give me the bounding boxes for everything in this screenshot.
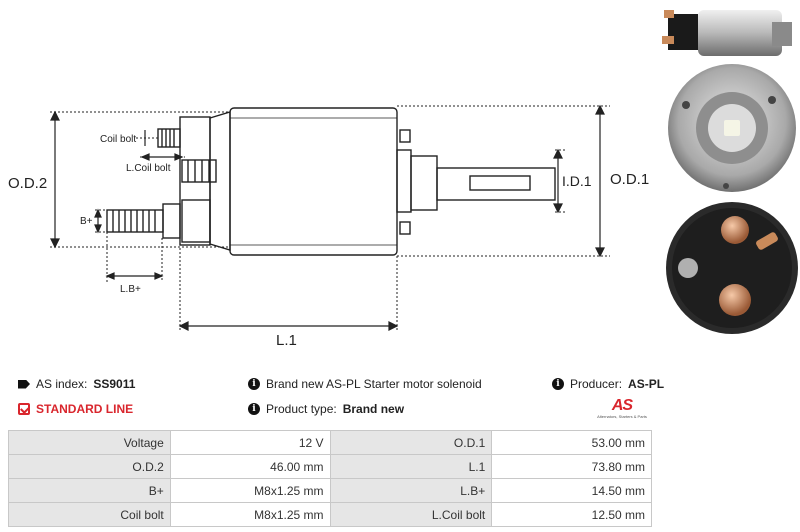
logo-tagline: Alternators, Starters & Parts (597, 414, 647, 419)
as-index: AS index: SS9011 (18, 377, 135, 391)
as-index-label: AS index: (36, 377, 88, 391)
info-icon: i (248, 378, 260, 390)
spec-label: L.Coil bolt (329, 502, 493, 527)
lcoil-bolt-label: L.Coil bolt (126, 163, 171, 174)
table-row: Coil bolt M8x1.25 mm L.Coil bolt 12.50 m… (8, 502, 652, 527)
photo-rear-view (666, 202, 798, 334)
spec-label: B+ (8, 478, 171, 503)
producer-label: Producer: (570, 377, 623, 391)
producer: i Producer: AS-PL (552, 377, 664, 391)
solenoid-body (229, 107, 398, 256)
spec-label: L.B+ (329, 478, 493, 503)
plunger (410, 155, 438, 211)
as-pl-logo: AS Alternators, Starters & Parts (592, 398, 652, 422)
as-index-value: SS9011 (93, 377, 136, 391)
photo-front-view (668, 64, 796, 192)
table-row: O.D.2 46.00 mm L.1 73.80 mm (8, 454, 652, 479)
logo-mark: AS (611, 397, 633, 414)
od2-label: O.D.2 (8, 175, 47, 192)
product-type: i Product type: Brand new (248, 402, 404, 416)
spec-value: 12 V (169, 430, 331, 455)
spec-value: 14.50 mm (491, 478, 652, 503)
spec-label: O.D.1 (329, 430, 493, 455)
bplus-label: B+ (80, 216, 93, 227)
product-photos (662, 10, 798, 334)
spec-value: 53.00 mm (491, 430, 652, 455)
spec-label: Coil bolt (8, 502, 171, 527)
spec-value: 73.80 mm (491, 454, 652, 479)
technical-drawing: O.D.2 O.D.1 I.D.1 L.1 L.B+ B+ Coil bolt … (8, 104, 649, 349)
photo-side-view (662, 10, 792, 56)
coil-bolt-label: Coil bolt (100, 134, 136, 145)
bplus-terminal (106, 199, 211, 243)
spec-table: Voltage 12 V O.D.1 53.00 mm O.D.2 46.00 … (8, 430, 652, 527)
spec-label: Voltage (8, 430, 171, 455)
lb-label: L.B+ (120, 284, 141, 295)
front-flange (396, 149, 412, 213)
l1-label: L.1 (276, 332, 297, 349)
id1-label: I.D.1 (562, 173, 592, 189)
product-type-value: Brand new (342, 402, 405, 416)
spec-label: O.D.2 (8, 454, 171, 479)
spec-value: M8x1.25 mm (169, 478, 331, 503)
standard-line: STANDARD LINE (18, 402, 133, 416)
rear-cap (209, 111, 231, 251)
table-row: Voltage 12 V O.D.1 53.00 mm (8, 430, 652, 455)
info-icon: i (248, 403, 260, 415)
spec-value: 46.00 mm (169, 454, 331, 479)
od1-label: O.D.1 (610, 171, 649, 188)
description-text: Brand new AS-PL Starter motor solenoid (266, 377, 482, 391)
check-icon (18, 403, 30, 415)
spec-label: L.1 (329, 454, 493, 479)
table-row: B+ M8x1.25 mm L.B+ 14.50 mm (8, 478, 652, 503)
coil-bolt-terminal (157, 128, 217, 183)
description: i Brand new AS-PL Starter motor solenoid (248, 377, 482, 391)
info-icon: i (552, 378, 564, 390)
spec-value: M8x1.25 mm (169, 502, 331, 527)
product-type-label: Product type: (266, 402, 337, 416)
tag-icon (18, 379, 30, 389)
standard-line-label: STANDARD LINE (36, 402, 134, 416)
producer-value: AS-PL (628, 377, 665, 391)
spec-value: 12.50 mm (491, 502, 652, 527)
